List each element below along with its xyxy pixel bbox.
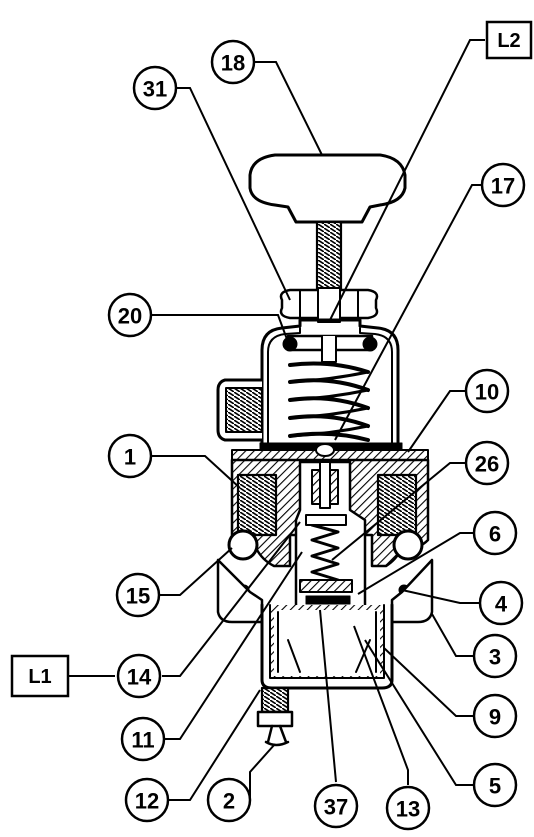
- box-l1-label: L1: [28, 666, 51, 688]
- callout-26-circle: [464, 440, 510, 486]
- callout-11-label: 11: [131, 728, 154, 753]
- callout-13-circle: [385, 785, 431, 831]
- callout-12-circle: [124, 777, 170, 823]
- callout-3-label: 3: [489, 645, 501, 670]
- callout-18-circle: [210, 39, 256, 85]
- inlet-thread: [236, 473, 278, 537]
- box-l2-label: L2: [497, 30, 520, 52]
- drain-valve: [260, 686, 290, 714]
- callout-1-circle: [107, 433, 153, 479]
- callout-9-label: 9: [489, 705, 501, 730]
- callout-37-label: 37: [324, 795, 348, 820]
- callout-31-circle: [132, 65, 178, 111]
- callout-5-circle: [472, 762, 518, 808]
- callout-14-circle: [116, 653, 162, 699]
- callout-9-circle: [472, 693, 518, 739]
- boxed-labels: L2 L1: [10, 20, 533, 698]
- callout-17-circle: [480, 162, 526, 208]
- callout-4-circle: [478, 580, 524, 626]
- callout-5-label: 5: [489, 774, 501, 799]
- callout-15-label: 15: [126, 584, 150, 609]
- callout-2-label: 2: [223, 789, 235, 814]
- regulator-body: [216, 153, 434, 747]
- callout-1-label: 1: [124, 445, 136, 470]
- callout-14-label: 14: [127, 665, 152, 690]
- callout-18-label: 18: [221, 51, 245, 76]
- callout-11-circle: [120, 716, 166, 762]
- callout-20-circle: [107, 292, 153, 338]
- callout-labels: 18 31 17 20 10 1 26 6 15 4 3 14 9 11 5 1…: [118, 51, 515, 822]
- callout-10-circle: [464, 368, 510, 414]
- callout-17-label: 17: [491, 174, 515, 199]
- callout-20-label: 20: [118, 304, 142, 329]
- valve-spring: [310, 523, 340, 582]
- gauge-port-thread: [225, 387, 263, 433]
- callout-6-label: 6: [489, 522, 501, 547]
- leader-lines: [68, 39, 485, 801]
- callout-37-circle: [313, 783, 359, 829]
- callout-26-label: 26: [475, 452, 499, 477]
- box-l2-frame: [485, 20, 533, 60]
- outlet-thread: [376, 473, 418, 537]
- main-spring: [288, 361, 370, 442]
- callout-circles: [107, 39, 526, 831]
- box-l1-frame: [10, 654, 70, 698]
- callout-15-circle: [115, 572, 161, 618]
- callout-4-label: 4: [495, 592, 508, 617]
- adjust-knob: [248, 153, 407, 224]
- callout-10-label: 10: [475, 380, 499, 405]
- callout-2-circle: [206, 777, 252, 823]
- callout-13-label: 13: [396, 797, 420, 822]
- valve-seat: [305, 595, 351, 605]
- callout-12-label: 12: [135, 789, 159, 814]
- callout-3-circle: [472, 633, 518, 679]
- callout-6-circle: [472, 510, 518, 556]
- callout-31-label: 31: [143, 77, 167, 102]
